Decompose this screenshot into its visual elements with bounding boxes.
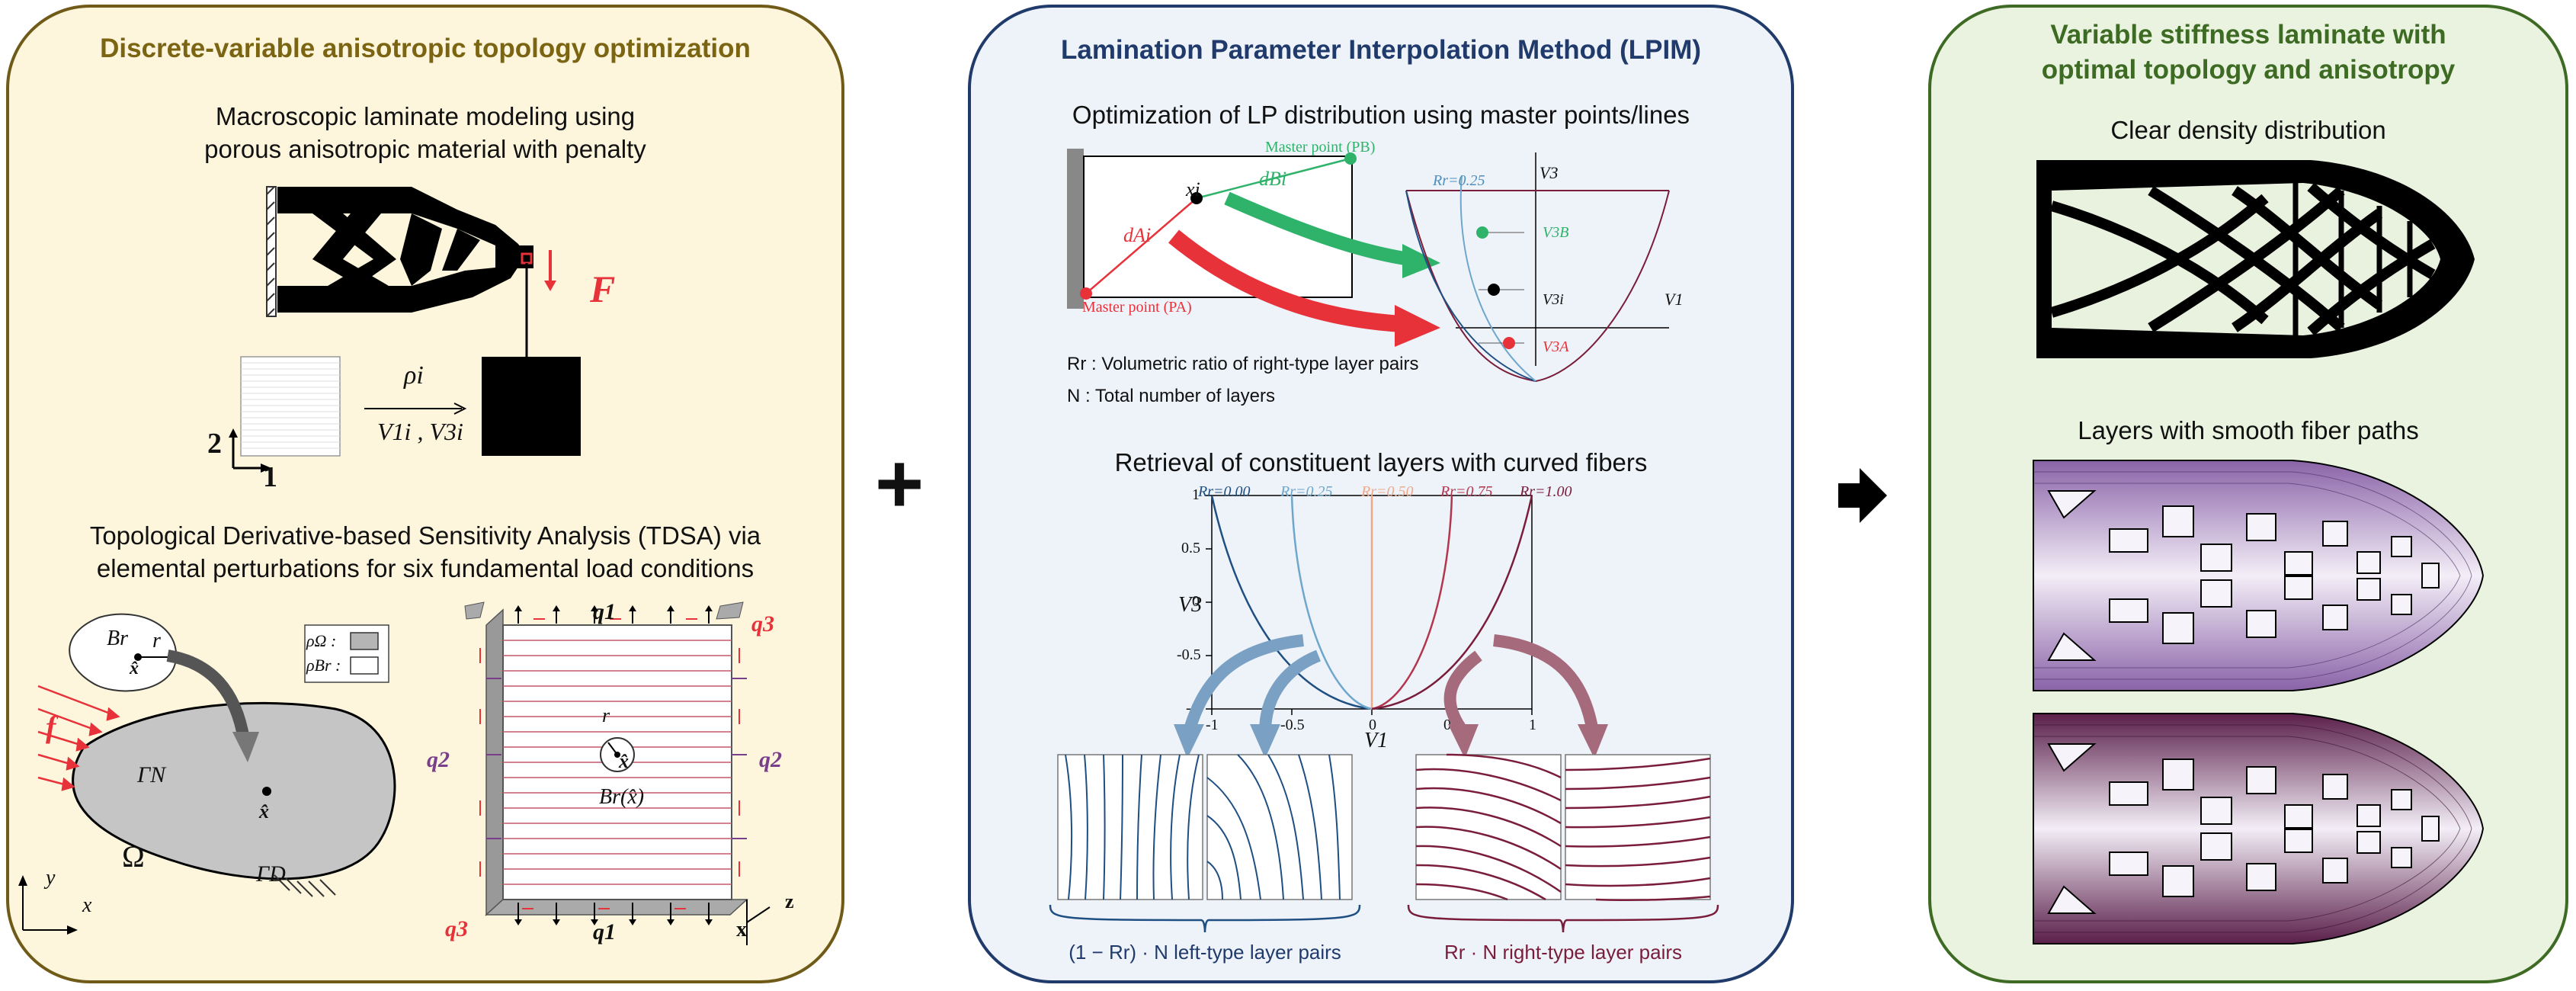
mapping-arrow — [364, 402, 467, 415]
v3a-label: V3A — [1543, 338, 1569, 355]
curve-label-rr-000: Rr=0.00 — [1198, 483, 1251, 500]
plate-r-label: r — [602, 704, 610, 726]
left-fiber-panel-2 — [1206, 754, 1353, 900]
curve-label-rr-050: Rr=0.50 — [1361, 483, 1414, 500]
x-tick-m05: -0.5 — [1280, 717, 1305, 733]
plot-y-label: V3 — [1178, 593, 1203, 617]
plus-operator: + — [875, 437, 924, 531]
fiber-paths-layer-2 — [2033, 713, 2485, 944]
right-type-caption: Rr · N right-type layer pairs — [1443, 941, 1683, 964]
middle-panel-title: Lamination Parameter Interpolation Metho… — [1060, 35, 1702, 65]
q1-top-label: q1 — [593, 599, 616, 624]
rho-label: ρi — [404, 361, 424, 390]
tdsa-line-2: elemental perturbations for six fundamen… — [96, 554, 755, 582]
ball-label: Br — [107, 627, 128, 650]
v3b-label: V3B — [1543, 224, 1569, 241]
rr-025-label: Rr=0.25 — [1433, 172, 1485, 189]
plate-load-diagram — [464, 601, 771, 945]
xi-label: xi — [1186, 178, 1200, 200]
y-tick-1: 1 — [1192, 486, 1200, 503]
axis-y-label: y — [46, 866, 56, 890]
master-points-diagram — [1067, 149, 1670, 383]
curve-label-rr-075: Rr=0.75 — [1440, 483, 1493, 500]
left-subtitle-2: porous anisotropic material with penalty — [204, 135, 646, 163]
solid-material-square — [482, 357, 581, 456]
legend-ball: ρBr : — [306, 656, 341, 675]
middle-subtitle-2: Retrieval of constituent layers with cur… — [1114, 448, 1648, 476]
tdsa-line-1: Topological Derivative-based Sensitivity… — [89, 521, 761, 550]
middle-subtitle-1: Optimization of LP distribution using ma… — [1072, 101, 1690, 129]
x-tick-m1: -1 — [1206, 717, 1219, 733]
right-subtitle-1: Clear density distribution — [2110, 116, 2386, 144]
plate-x-label: x̂ — [619, 750, 629, 772]
q3-top-label: q3 — [751, 611, 774, 637]
x-tick-0: 0 — [1369, 717, 1376, 733]
gamma-n-label: ΓN — [137, 762, 166, 787]
right-subtitle-2: Layers with smooth fiber paths — [2078, 416, 2419, 444]
q3-bottom-label: q3 — [445, 916, 468, 941]
arrow-operator — [1838, 468, 1887, 523]
ball-domain-label: Br(x̂) — [599, 785, 645, 809]
y-tick-0: 0 — [1192, 593, 1200, 610]
right-title-1: Variable stiffness laminate with — [2050, 20, 2446, 50]
q2-right-label: q2 — [759, 747, 782, 772]
plate-axis-x-label: x — [736, 918, 747, 941]
x-tick-1: 1 — [1529, 717, 1536, 733]
material-axes — [229, 428, 271, 473]
v3i-label: V3i — [1543, 291, 1564, 308]
cantilever-topology — [266, 186, 556, 358]
right-brace — [1407, 904, 1719, 933]
rr-definition: Rr : Volumetric ratio of right-type laye… — [1067, 354, 1419, 374]
n-definition: N : Total number of layers — [1067, 386, 1276, 406]
left-subtitle-1: Macroscopic laminate modeling using — [215, 102, 636, 130]
legend-omega: ρΩ : — [306, 631, 337, 650]
master-point-a-label: Master point (PA) — [1082, 299, 1192, 316]
curve-label-rr-100: Rr=1.00 — [1520, 483, 1572, 500]
left-fiber-panel-1 — [1057, 754, 1203, 900]
right-title-2: optimal topology and anisotropy — [2041, 55, 2456, 85]
omega-label: Ω — [122, 839, 145, 874]
plot-x-label: V1 — [1364, 729, 1389, 752]
retrieval-arrows — [1174, 634, 1608, 758]
q2-left-label: q2 — [427, 747, 450, 772]
axis-2-label: 2 — [207, 428, 222, 460]
right-fiber-panel-2 — [1565, 754, 1711, 902]
right-fiber-panel-1 — [1415, 753, 1562, 901]
ball-radius-label: r — [152, 629, 161, 653]
axis-x-label: x — [82, 893, 92, 917]
v1-axis-label: V1 — [1664, 290, 1684, 309]
curve-label-rr-025: Rr=0.25 — [1280, 483, 1333, 500]
v3-axis-label: V3 — [1540, 163, 1559, 182]
y-tick-05: 0.5 — [1181, 540, 1200, 556]
q1-bottom-label: q1 — [593, 919, 616, 944]
perturbed-point-label: x̂ — [259, 800, 269, 823]
y-tick-m05: -0.5 — [1177, 646, 1201, 663]
gamma-d-label: ΓD — [256, 861, 286, 887]
porous-material-square — [240, 356, 341, 457]
master-point-b-label: Master point (PB) — [1265, 139, 1376, 156]
left-type-caption: (1 − Rr) · N left-type layer pairs — [1069, 941, 1341, 964]
axis-1-label: 1 — [263, 461, 277, 493]
db-label: dBi — [1259, 168, 1287, 190]
density-distribution — [2036, 160, 2475, 358]
plate-axis-z-label: z — [785, 890, 794, 912]
traction-label: f — [46, 710, 56, 744]
ball-point-label: x̂ — [130, 659, 139, 678]
fiber-paths-layer-1 — [2033, 460, 2485, 691]
da-label: dAi — [1123, 224, 1152, 246]
left-brace — [1049, 904, 1361, 933]
v-label: V1i , V3i — [377, 418, 463, 445]
domain-omega-diagram — [18, 613, 396, 935]
left-panel-title: Discrete-variable anisotropic topology o… — [100, 34, 751, 63]
force-label: F — [590, 268, 616, 310]
